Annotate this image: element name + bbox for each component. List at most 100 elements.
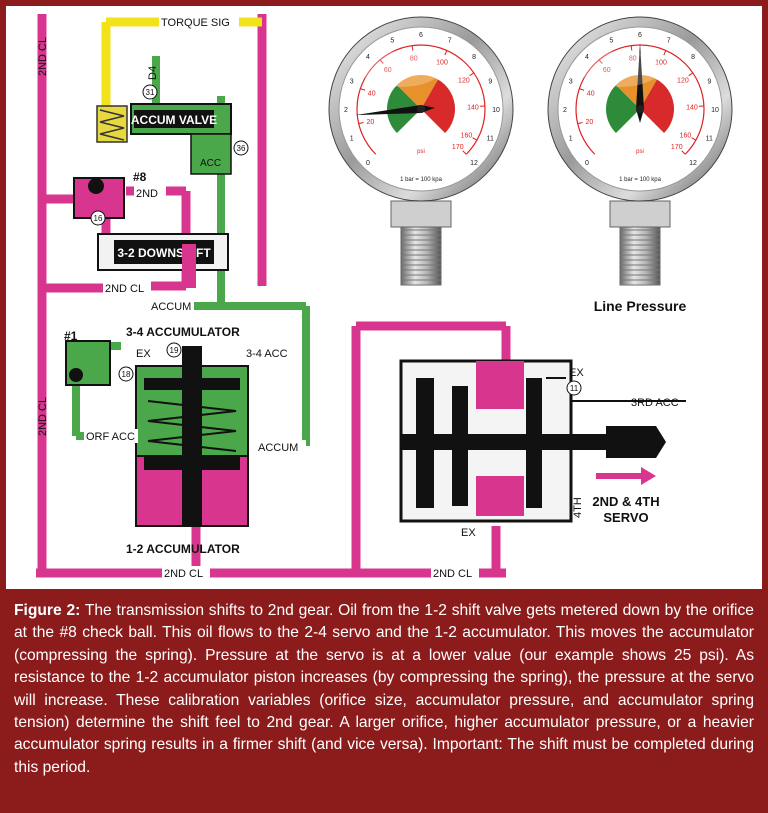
check-1-label: #1 (64, 329, 78, 343)
bar-tick-label: 0 (585, 160, 589, 167)
accumulator-12-title: 1-2 ACCUMULATOR (126, 542, 240, 556)
psi-tick (444, 50, 448, 56)
psi-tick (358, 122, 364, 125)
gauge-unit-top: psi (417, 149, 425, 155)
second-cl-bottom-label-1: 2ND CL (164, 568, 203, 580)
bar-tick-label: 0 (366, 160, 370, 167)
psi-tick (360, 88, 366, 91)
accum-valve-exhaust (190, 133, 232, 175)
downshift-port (182, 244, 196, 288)
orf-acc-label: ORF ACC (86, 431, 135, 443)
orifice-31: 31 (146, 88, 155, 97)
check-ball-1 (69, 368, 83, 382)
bar-tick-label: 9 (488, 78, 492, 85)
second-cl-vertical-label-1: 2ND CL (37, 37, 49, 76)
orifice-18: 18 (122, 370, 131, 379)
accumulator-ex-label: EX (136, 348, 151, 360)
accumulator-34-title: 3-4 ACCUMULATOR (126, 325, 240, 339)
check-ball-8 (88, 178, 104, 194)
psi-tick-label: 100 (436, 59, 448, 66)
orifice-11: 11 (570, 384, 579, 393)
psi-tick-label: 140 (686, 105, 698, 112)
bar-tick-label: 12 (470, 160, 478, 167)
figure-caption: Figure 2: The transmission shifts to 2nd… (14, 600, 754, 779)
orifice-36: 36 (237, 144, 246, 153)
psi-tick-label: 20 (366, 119, 374, 126)
accum-valve-spool (134, 110, 214, 128)
gauge-glass-highlight (580, 51, 660, 87)
downshift-valve-spool (114, 240, 214, 264)
psi-tick (469, 72, 475, 77)
bar-tick-label: 11 (487, 136, 494, 143)
bar-tick-label: 12 (689, 160, 697, 167)
bar-tick-label: 3 (350, 78, 354, 85)
accum-valve-spring (96, 105, 128, 143)
second-cl-bottom-label-2: 2ND CL (433, 568, 472, 580)
psi-tick-label: 120 (677, 78, 689, 85)
bar-tick-label: 4 (585, 54, 589, 61)
psi-tick (462, 150, 467, 155)
psi-tick-label: 20 (585, 119, 593, 126)
caption-label: Figure 2: (14, 602, 81, 619)
acc34-label: 3-4 ACC (246, 348, 288, 360)
second-cl-branch-label: 2ND CL (105, 283, 144, 295)
bar-tick-label: 1 (350, 136, 354, 143)
gauge-needle (355, 105, 435, 116)
psi-tick-label: 60 (603, 67, 611, 74)
gauge-thread-lines (401, 227, 441, 285)
psi-tick-label: 160 (680, 132, 692, 139)
servo-bottom-ex-label: EX (461, 527, 476, 539)
bar-tick-label: 4 (366, 54, 370, 61)
gauge-socket (609, 200, 671, 228)
gauge-orange-zone (396, 75, 438, 109)
accum-top-label: ACCUM (151, 301, 191, 313)
check-8-label: #8 (133, 170, 147, 184)
bar-tick-label: 1 (569, 136, 573, 143)
servo-title-line-1: 2ND & 4TH (592, 494, 659, 509)
second-label: 2ND (136, 188, 158, 200)
bar-tick-label: 5 (609, 38, 613, 45)
bar-tick-label: 7 (667, 38, 671, 45)
psi-tick-label: 80 (629, 55, 637, 62)
second-cl-vertical-label-2: 2ND CL (37, 397, 49, 436)
gauge-unit-top: psi (636, 149, 644, 155)
bar-tick-label: 2 (563, 107, 567, 114)
accum-inlet-label: ACCUM (258, 442, 298, 454)
psi-scale-arc (356, 44, 486, 155)
servo-ex-label: EX (569, 367, 584, 379)
psi-tick-label: 170 (452, 144, 464, 151)
hydraulic-diagram-panel: ACCUM VALVE 3-2 DOWNSHIFT (6, 6, 762, 589)
second-oil-circuit (36, 14, 511, 578)
gauge-glass-highlight (361, 51, 441, 87)
psi-tick-label: 170 (671, 144, 683, 151)
psi-tick-label: 160 (461, 132, 473, 139)
accumulator-34-piston (144, 378, 240, 390)
psi-tick (472, 137, 478, 141)
servo-apply-arrow (596, 467, 656, 485)
psi-tick (598, 59, 603, 64)
downshift-label: 3-2 DOWNSHIFT (117, 246, 211, 260)
bar-tick-label: 3 (569, 78, 573, 85)
psi-tick-label: 60 (384, 67, 392, 74)
hydraulic-diagram: ACCUM VALVE 3-2 DOWNSHIFT (36, 14, 733, 580)
accumulator-12-piston (144, 456, 240, 470)
servo-title-line-2: SERVO (603, 510, 648, 525)
psi-tick (691, 137, 697, 141)
bar-tick-label: 10 (711, 107, 719, 114)
psi-tick-label: 120 (458, 78, 470, 85)
acc-label: ACC (200, 158, 221, 169)
line-pressure-gauge: 204060801001201401601700123456789101112p… (547, 16, 733, 286)
spring-coil (99, 109, 125, 141)
gauge-orange-zone (615, 75, 657, 109)
servo-pin-tip (606, 426, 666, 458)
orifice-16: 16 (94, 214, 103, 223)
bar-tick-label: 10 (492, 107, 500, 114)
psi-tick-label: 80 (410, 55, 418, 62)
gauge-thread-lines (620, 227, 660, 285)
psi-tick-label: 40 (368, 90, 376, 97)
servo-pressure-gauge: 204060801001201401601700123456789101112p… (328, 16, 514, 286)
gauge-socket (390, 200, 452, 228)
psi-tick (411, 45, 414, 51)
servo-apply-chamber-bottom (476, 476, 524, 516)
